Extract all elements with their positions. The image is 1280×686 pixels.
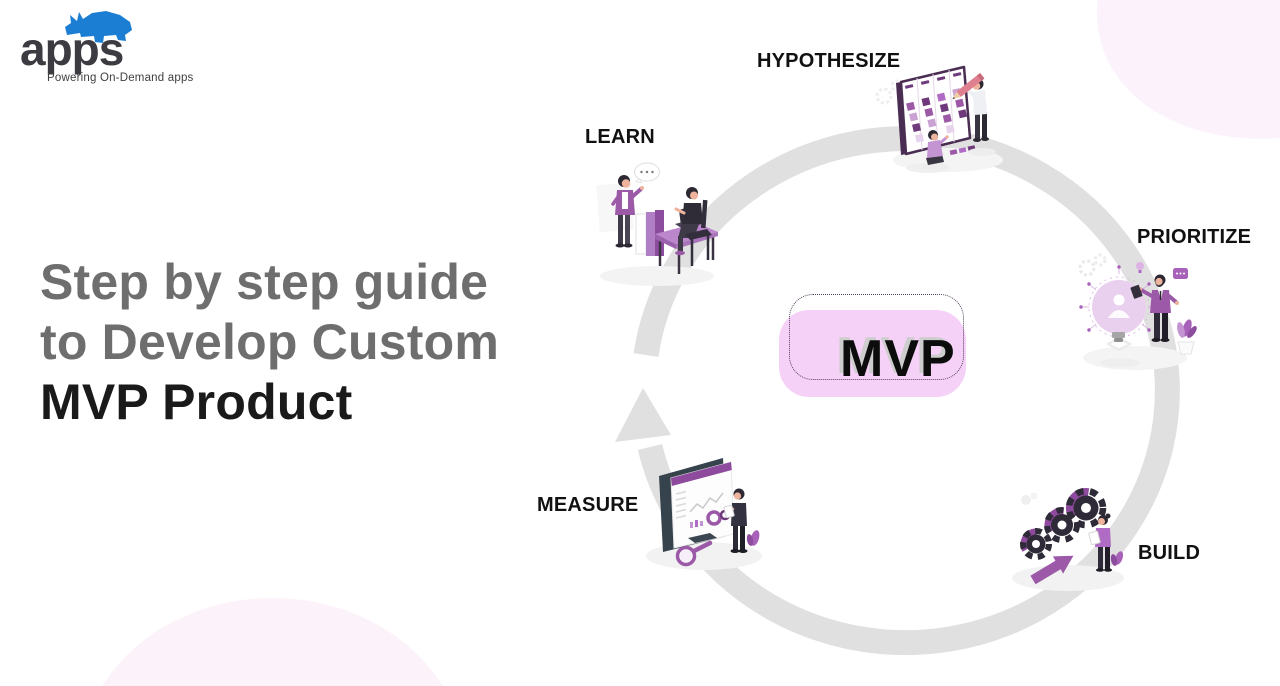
- page-title-line3: MVP Product: [40, 374, 353, 430]
- cycle-arrow-icon: [615, 388, 671, 442]
- step-label-prioritize: PRIORITIZE: [1137, 226, 1252, 248]
- logo: apps Powering On-Demand apps: [0, 0, 220, 100]
- step-label-build: BUILD: [1138, 542, 1201, 564]
- step-label-hypothesize: HYPOTHESIZE: [757, 50, 901, 72]
- prioritize-illustration: [1078, 253, 1197, 370]
- logo-tagline: Powering On-Demand apps: [47, 72, 194, 84]
- mvp-center-label: MVP: [840, 330, 956, 388]
- measure-illustration: [646, 458, 762, 570]
- cycle-ring-arc: [633, 126, 1180, 656]
- page-title-line1: Step by step guide: [40, 254, 489, 310]
- mvp-badge-dotted-outline: [789, 294, 964, 380]
- mvp-badge-background: [779, 310, 966, 397]
- build-illustration: [1012, 487, 1124, 591]
- step-label-measure: MEASURE: [537, 494, 639, 516]
- hypothesize-illustration: [875, 65, 1003, 173]
- page-title: Step by step guide to Develop Custom MVP…: [40, 252, 580, 432]
- rhino-icon: [65, 11, 132, 43]
- learn-illustration: [596, 162, 718, 286]
- page-title-line2: to Develop Custom: [40, 314, 499, 370]
- step-label-learn: LEARN: [585, 126, 655, 148]
